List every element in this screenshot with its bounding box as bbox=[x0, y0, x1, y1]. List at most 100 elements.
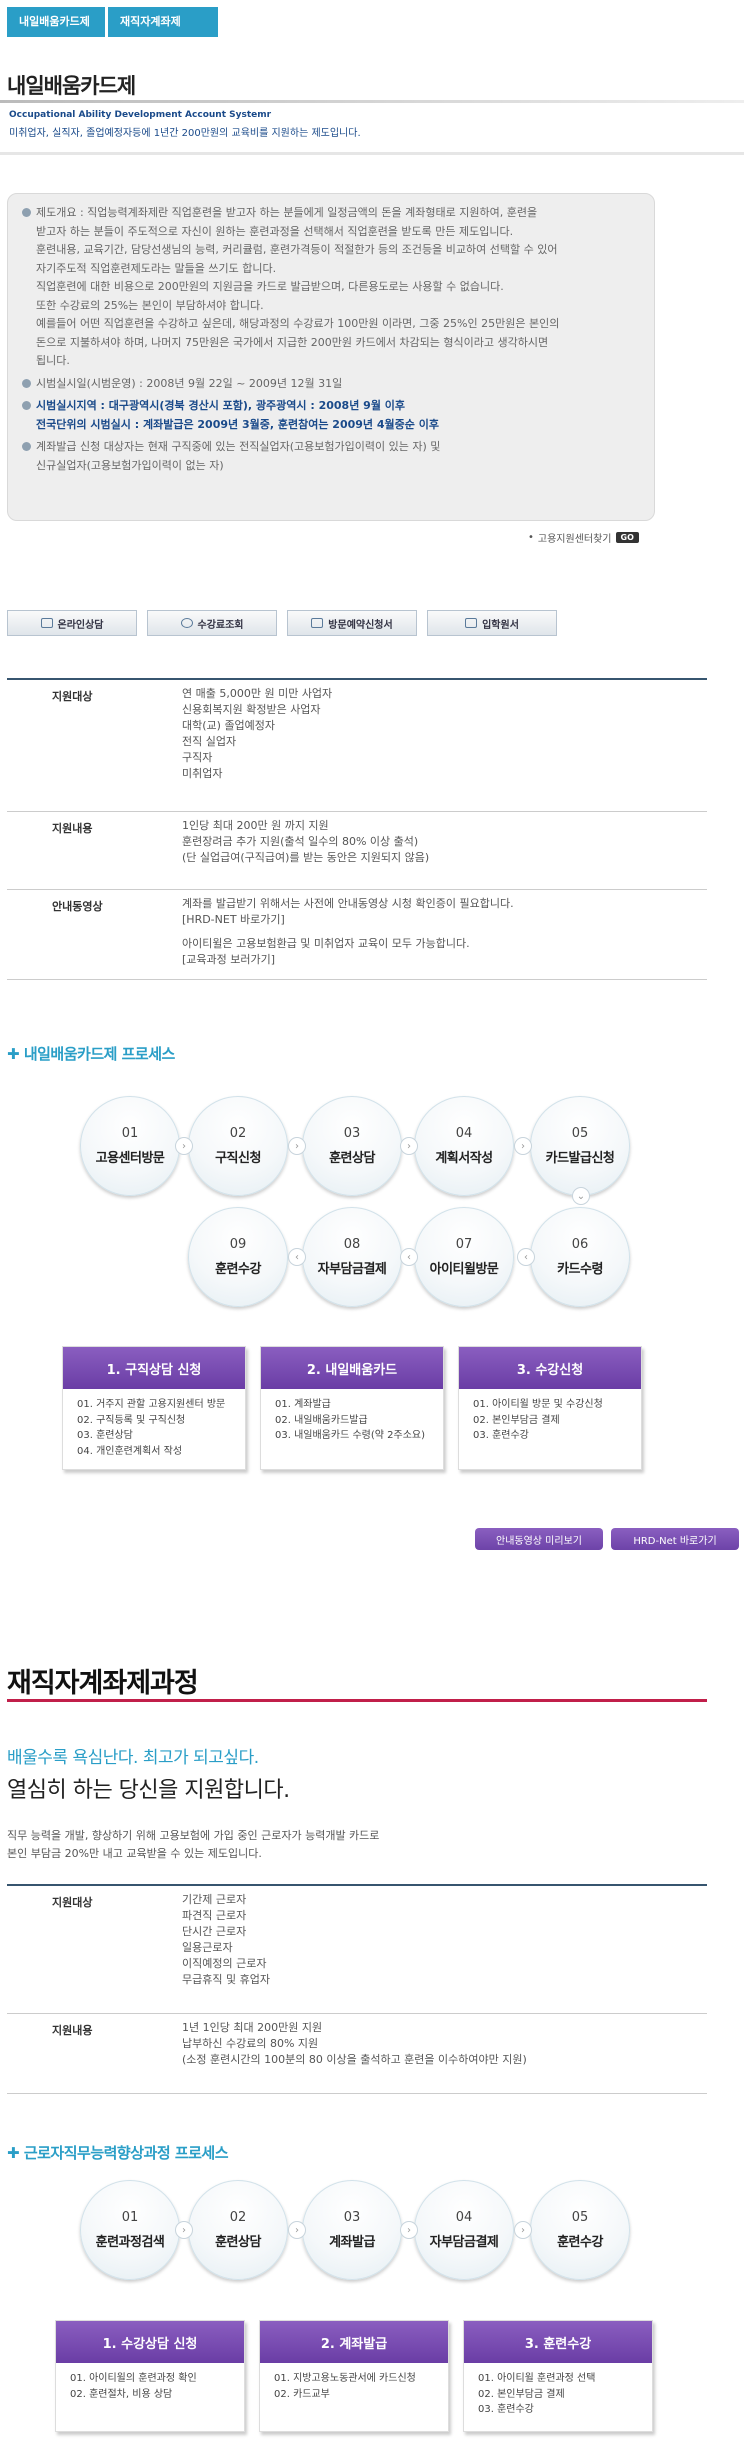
step-label: 아이티윌방문 bbox=[429, 1262, 499, 1277]
process-heading: ✚ 내일배움카드제 프로세스 bbox=[7, 1043, 175, 1064]
table-top-border bbox=[7, 1884, 707, 1886]
chevron-right-icon: › bbox=[514, 1137, 532, 1155]
section2-title: 재직자계좌제과정 bbox=[7, 1668, 199, 1699]
table-link[interactable]: [교육과정 보러가기] bbox=[182, 953, 276, 966]
table-link[interactable]: [HRD-NET 바로가기] bbox=[182, 913, 285, 926]
video-preview-button[interactable]: 안내동영상 미리보기 bbox=[475, 1528, 603, 1550]
card-item: 01. 지방고용노동관서에 카드신청 bbox=[274, 2373, 416, 2384]
service-buttons: 온라인상담 수강료조회 방문예약신청서 입학원서 bbox=[7, 610, 557, 636]
card-item: 02. 훈련절차, 비용 상담 bbox=[70, 2388, 173, 2400]
tab-worker-account[interactable]: 재직자계좌제 bbox=[108, 7, 218, 37]
table-header-cell: 안내동영상 bbox=[52, 900, 103, 913]
table-line: 일용근로자 bbox=[182, 1941, 233, 1954]
chevron-right-icon: › bbox=[400, 1137, 418, 1155]
section2-intro: 직무 능력을 개발, 향상하기 위해 고용보험에 가입 중인 근로자가 능력개발… bbox=[7, 1827, 379, 1863]
bullet-icon bbox=[22, 401, 31, 410]
table-line: 납부하신 수강료의 80% 지원 bbox=[182, 2037, 319, 2050]
table-header-cell: 지원내용 bbox=[52, 822, 93, 835]
chevron-down-icon: ⌄ bbox=[572, 1187, 590, 1205]
process-step: 04 계획서작성 bbox=[414, 1096, 514, 1196]
table-line: 훈련장려금 추가 지원(출석 일수의 80% 이상 출석) bbox=[182, 835, 419, 848]
hrd-net-button[interactable]: HRD-Net 바로가기 bbox=[611, 1528, 739, 1550]
card-title: 2. 내일배움카드 bbox=[261, 1347, 443, 1389]
info-line: 받고자 하는 분들이 주도적으로 자신이 원하는 훈련과정을 선택해서 직업훈련… bbox=[22, 223, 644, 242]
info-text: 받고자 하는 분들이 주도적으로 자신이 원하는 훈련과정을 선택해서 직업훈련… bbox=[36, 224, 514, 238]
info-text: 돈으로 지불하셔야 하며, 나머지 75만원은 국가에서 지급한 200만원 카… bbox=[36, 335, 549, 349]
bullet-dot-icon: • bbox=[528, 532, 534, 543]
chevron-right-icon: › bbox=[175, 2221, 193, 2239]
info-text: 직업훈련에 대한 비용으로 200만원의 지원금을 카드로 발급받으며, 다른용… bbox=[36, 280, 504, 293]
table-line: (단 실업급여(구직급여)를 받는 동안은 지원되지 않음) bbox=[182, 851, 430, 864]
step-number: 04 bbox=[455, 2210, 473, 2225]
process-step: 04 자부담금결제 bbox=[414, 2180, 514, 2280]
process-step: 07 아이티윌방문 bbox=[414, 1207, 514, 1307]
info-line: 시범실시지역 : 대구광역시(경북 경산시 포함), 광주광역시 : 2008년… bbox=[22, 397, 644, 416]
table-line: 1년 1인당 최대 200만원 지원 bbox=[182, 2021, 323, 2034]
monitor-icon bbox=[40, 618, 53, 628]
search-icon bbox=[180, 618, 193, 628]
card-item: 01. 아이티윌 방문 및 수강신청 bbox=[473, 1399, 603, 1410]
card-item: 01. 아이티윌 훈련과정 선택 bbox=[478, 2373, 596, 2384]
step-label: 계좌발급 bbox=[329, 2235, 375, 2250]
info-text: 계좌발급 신청 대상자는 현재 구직중에 있는 전직실업자(고용보험가입이력이 … bbox=[36, 440, 441, 453]
info-line: 계좌발급 신청 대상자는 현재 구직중에 있는 전직실업자(고용보험가입이력이 … bbox=[22, 438, 644, 457]
card-item: 03. 훈련수강 bbox=[478, 2404, 534, 2415]
go-button[interactable]: GO bbox=[615, 532, 639, 543]
table-data-cell: 계좌를 발급받기 위해서는 사전에 안내동영상 시청 확인증이 필요합니다.[H… bbox=[137, 890, 707, 979]
step-number: 01 bbox=[121, 2210, 139, 2225]
tab-card-system[interactable]: 내일배움카드제 bbox=[7, 7, 105, 37]
job-center-label: 고용지원센터찾기 bbox=[537, 534, 612, 545]
step-number: 07 bbox=[455, 1237, 473, 1252]
info-line: 또한 수강료의 25%는 본인이 부담하셔야 합니다. bbox=[22, 297, 644, 316]
online-consult-button[interactable]: 온라인상담 bbox=[7, 610, 137, 636]
application-form-label: 입학원서 bbox=[482, 619, 519, 631]
info-text: 시범실시지역 : 대구광역시(경북 경산시 포함), 광주광역시 : 2008년… bbox=[36, 399, 406, 412]
plus-icon: ✚ bbox=[7, 2144, 20, 2162]
card-title: 3. 수강신청 bbox=[459, 1347, 641, 1389]
step-number: 05 bbox=[571, 2210, 589, 2225]
card-body: 01. 아이티윌 훈련과정 선택 02. 본인부담금 결제 03. 훈련수강 bbox=[464, 2363, 652, 2418]
table-line: 전직 실업자 bbox=[182, 735, 237, 748]
info-text: 전국단위의 시범실시 : 계좌발급은 2009년 3월중, 훈련참여는 2009… bbox=[36, 417, 439, 431]
card-title: 1. 구직상담 신청 bbox=[63, 1347, 245, 1389]
info-text: 시범실시일(시범운영) : 2008년 9월 22일 ~ 2009년 12월 3… bbox=[36, 376, 343, 390]
info-line: 시범실시일(시범운영) : 2008년 9월 22일 ~ 2009년 12월 3… bbox=[22, 375, 644, 394]
card-item: 02. 본인부담금 결제 bbox=[478, 2388, 565, 2400]
visit-reservation-button[interactable]: 방문예약신청서 bbox=[287, 610, 417, 636]
card-title: 1. 수강상담 신청 bbox=[56, 2321, 244, 2363]
online-consult-label: 온라인상담 bbox=[57, 619, 104, 631]
table-line: 이직예정의 근로자 bbox=[182, 1957, 267, 1970]
step-label: 자부담금결제 bbox=[429, 2235, 499, 2250]
fee-inquiry-button[interactable]: 수강료조회 bbox=[147, 610, 277, 636]
step-number: 04 bbox=[455, 1126, 473, 1141]
info-text: 훈련내용, 교육기간, 담당선생님의 능력, 커리큘럼, 훈련가격등이 적절한가… bbox=[36, 243, 558, 256]
intro-line: 본인 부담금 20%만 내고 교육받을 수 있는 제도입니다. bbox=[7, 1847, 262, 1860]
step-label: 카드수령 bbox=[557, 1262, 603, 1277]
info-line: 돈으로 지불하셔야 하며, 나머지 75만원은 국가에서 지급한 200만원 카… bbox=[22, 334, 644, 353]
info-text: 됩니다. bbox=[36, 354, 70, 367]
info-line: 예를들어 어떤 직업훈련을 수강하고 싶은데, 해당과정의 수강료가 100만원… bbox=[22, 315, 644, 334]
bullet-icon bbox=[22, 442, 31, 451]
step-label: 계획서작성 bbox=[435, 1151, 493, 1166]
application-form-button[interactable]: 입학원서 bbox=[427, 610, 557, 636]
table-line: 1인당 최대 200만 원 까지 지원 bbox=[182, 819, 329, 832]
